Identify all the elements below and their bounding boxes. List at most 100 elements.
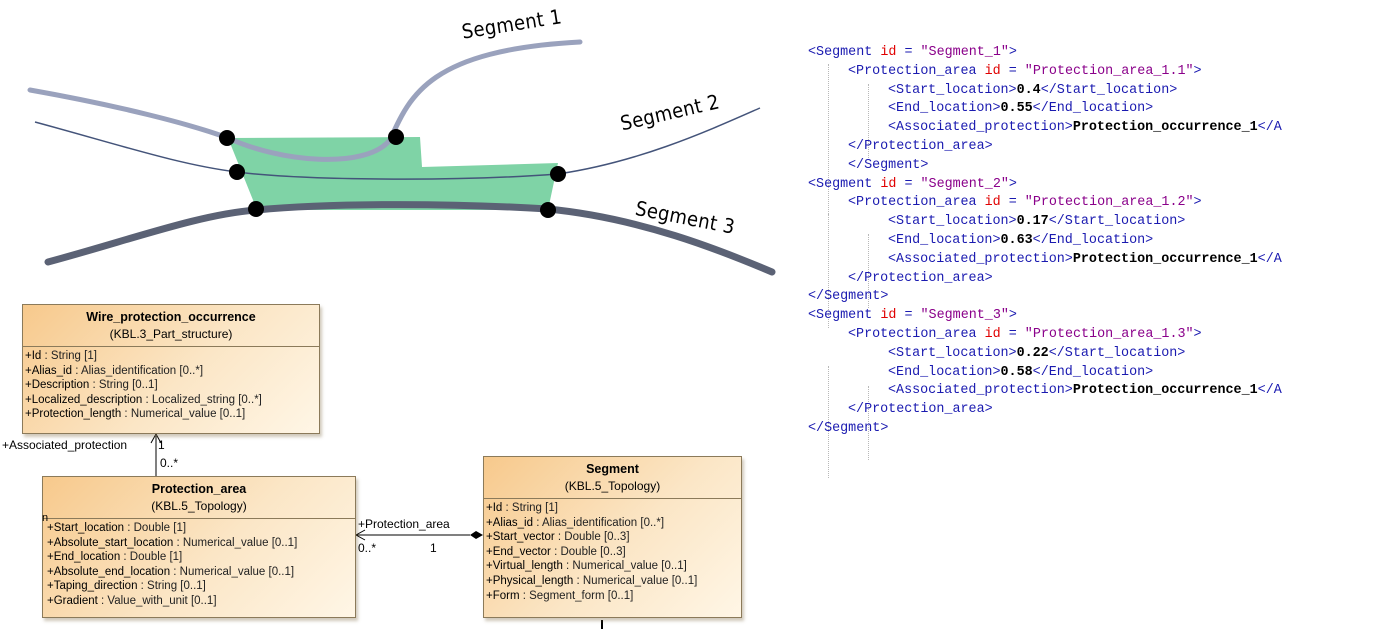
uml-class-header: Segment (KBL.5_Topology) [484,457,741,499]
xml-line: <Associated_protection>Protection_occurr… [808,251,1393,270]
uml-class-package: (KBL.3_Part_structure) [109,327,233,341]
uml-attribute-list: +Start_location : Double [1]+Absolute_st… [43,519,355,611]
xml-token: > [1193,195,1202,211]
composition-diamond [470,531,483,539]
segment-3-line [44,201,776,276]
uml-attribute-name: +Id [486,502,503,514]
uml-attribute-name: +Absolute_end_location [47,565,171,578]
uml-attribute-type: : Numerical_value [0..1] [170,565,295,578]
stray-mark: n [42,512,49,524]
indent-guide [828,214,829,326]
xml-token: Protection_occurrence_1 [1072,120,1258,136]
uml-attribute-type: : Double [0..3] [554,531,630,544]
xml-token: <Segment [808,308,881,324]
xml-token: <Associated_protection> [888,120,1073,136]
xml-token: </Start_location> [1040,82,1178,98]
xml-token: </Segment> [808,289,889,305]
xml-line: </Protection_area> [808,270,1393,289]
xml-token: </Segment> [848,157,929,173]
uml-attribute-name: +Virtual_length [486,560,563,573]
uml-attribute-name: +Alias_id [486,516,533,529]
uml-attribute-type: : String [0..1] [89,379,158,392]
uml-attribute: +Absolute_start_location : Numerical_val… [47,536,353,551]
xml-token: <Start_location> [888,82,1017,98]
uml-attribute: +Alias_id : Alias_identification [0..*] [486,516,739,531]
xml-line: <Protection_area id = "Protection_area_1… [808,326,1393,345]
uml-class-protection-area[interactable]: Protection_area (KBL.5_Topology) +Start_… [42,476,356,618]
uml-attribute-type: : Alias_identification [0..*] [72,364,204,377]
uml-attribute: +Absolute_end_location : Numerical_value… [47,565,353,580]
uml-attribute-type: : String [1] [41,350,97,362]
segment-topology-sketch [27,39,776,276]
xml-token: id [984,63,1001,79]
xml-token: 0.4 [1016,82,1041,98]
xml-line: </Segment> [808,157,1393,176]
xml-token: 0.22 [1016,345,1049,361]
xml-token: > [1193,326,1202,342]
uml-attribute-type: : Numerical_value [0..1] [562,560,687,573]
xml-line: <Start_location>0.4</Start_location> [808,82,1393,101]
uml-attribute-name: +Protection_length [25,408,122,421]
xml-line: <Start_location>0.22</Start_location> [808,345,1393,364]
uml-attribute: +Id : String [1] [25,349,317,364]
xml-token: > [1008,176,1017,192]
uml-attribute-type: : Double [1] [120,551,183,564]
uml-attribute-name: +Localized_description [25,393,143,406]
xml-token: <Protection_area [848,63,985,79]
xml-line: </Protection_area> [808,401,1393,420]
xml-token: = [1000,63,1025,79]
uml-attribute: +End_location : Double [1] [47,550,353,565]
xml-token: </A [1257,383,1282,399]
xml-token: </Start_location> [1048,345,1186,361]
uml-class-package: (KBL.5_Topology) [151,499,247,513]
multiplicity-one-top: 1 [158,438,165,452]
uml-attribute-type: : Double [1] [124,522,187,534]
indent-guide [868,386,869,460]
xml-line: <Segment id = "Segment_3"> [808,307,1393,326]
uml-class-segment[interactable]: Segment (KBL.5_Topology) +Id : String [1… [483,456,742,618]
role-associated-protection: +Associated_protection [2,438,128,452]
xml-token: Protection_occurrence_1 [1072,251,1258,267]
uml-attribute-type: : Numerical_value [0..1] [121,408,246,421]
indent-guide [828,64,829,328]
segment-1-line [27,39,583,162]
xml-token: <Segment [808,176,881,192]
uml-class-wire-protection-occurrence[interactable]: Wire_protection_occurrence (KBL.3_Part_s… [22,304,320,434]
xml-token: </Protection_area> [848,138,993,154]
xml-token: = [896,176,921,192]
uml-attribute: +Localized_description : Localized_strin… [25,393,317,408]
segment-1-start-point [219,130,235,146]
indent-guide [828,366,829,478]
xml-token: </End_location> [1032,232,1154,248]
uml-attribute-type: : Numerical_value [0..1] [173,536,298,549]
xml-token: "Segment_1" [920,45,1009,60]
xml-token: > [1008,308,1017,324]
uml-attribute-type: : Alias_identification [0..*] [533,516,665,529]
xml-token: <Protection_area [848,195,985,211]
xml-token: > [1008,45,1017,60]
multiplicity-many-top: 0..* [160,456,179,470]
uml-class-package: (KBL.5_Topology) [564,479,661,493]
xml-token: "Protection_area_1.2" [1024,195,1194,211]
uml-attribute: +Start_vector : Double [0..3] [486,530,739,545]
xml-line: <End_location>0.58</End_location> [808,364,1393,383]
uml-attribute: +Form : Segment_form [0..1] [486,589,739,604]
uml-attribute-name: +Description [25,379,90,392]
uml-attribute-name: +Alias_id [25,364,72,377]
xml-token: </End_location> [1032,364,1154,380]
xml-token: <End_location> [888,232,1001,248]
xml-token: id [880,176,897,192]
xml-token: 0.55 [1000,101,1033,117]
uml-attribute-type: : Numerical_value [0..1] [573,574,698,587]
xml-line: <Segment id = "Segment_1"> [808,44,1393,63]
xml-token: </End_location> [1032,101,1154,117]
xml-line: <Protection_area id = "Protection_area_1… [808,194,1393,213]
segment-3-end-point [540,202,556,218]
segment-2-end-point [550,166,566,182]
xml-line: <Start_location>0.17</Start_location> [808,213,1393,232]
xml-token: 0.63 [1000,232,1033,248]
xml-token: 0.17 [1016,214,1049,230]
segment-2-line [34,107,761,180]
xml-token: id [984,195,1001,211]
xml-line: <Protection_area id = "Protection_area_1… [808,63,1393,82]
